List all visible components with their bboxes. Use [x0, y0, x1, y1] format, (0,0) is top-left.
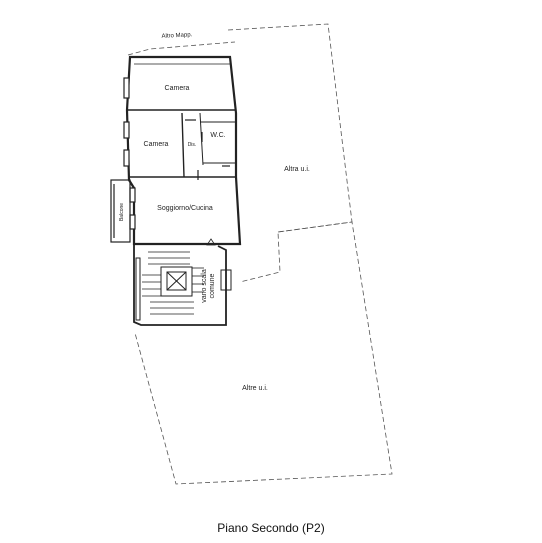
balcony-outline: [110, 179, 131, 243]
label-balcone: Balcone: [119, 203, 125, 221]
room-labels: Camera Camera Dis. W.C. Soggiorno/Cucina…: [119, 85, 226, 303]
page-title: Piano Secondo (P2): [217, 521, 325, 535]
entrance-arrow: [206, 238, 216, 246]
stair-wall-segment: [135, 257, 141, 321]
balcony: [110, 179, 131, 243]
label-comune: comune: [209, 273, 216, 298]
label-dis: Dis.: [188, 142, 197, 148]
stair-outline: [133, 244, 227, 326]
lift-box: [220, 269, 232, 291]
window-camera-left: [123, 121, 130, 139]
boundary-altro-mapp: [127, 41, 236, 56]
stair-well-diag-2: [166, 271, 187, 291]
neighbor-boundaries: [127, 23, 393, 485]
stair-core: [133, 238, 232, 326]
label-soggiorno: Soggiorno/Cucina: [157, 205, 213, 212]
window-camera-top: [123, 77, 130, 99]
wall-camera-left-right: [181, 112, 185, 178]
window-living: [129, 187, 136, 203]
label-wc: W.C.: [210, 132, 225, 139]
window-living-2: [129, 214, 136, 230]
boundary-altra-ui: [227, 23, 353, 283]
stair-treads: [142, 251, 204, 315]
label-altro-mapp: Altro Mapp.: [161, 32, 192, 40]
label-camera-left: Camera: [144, 141, 169, 148]
stair-well-inner: [166, 271, 187, 291]
neighbor-labels: Altro Mapp. Altra u.i. Altre u.i.: [161, 32, 309, 392]
label-altra-ui: Altra u.i.: [284, 166, 310, 173]
label-camera-top: Camera: [165, 85, 190, 92]
stair-well: [160, 266, 193, 297]
label-vano-scala: vano scala: [201, 269, 208, 303]
window-camera-left-2: [123, 149, 130, 167]
label-altre-ui: Altre u.i.: [242, 385, 268, 392]
boundary-altre-ui: [134, 221, 393, 485]
